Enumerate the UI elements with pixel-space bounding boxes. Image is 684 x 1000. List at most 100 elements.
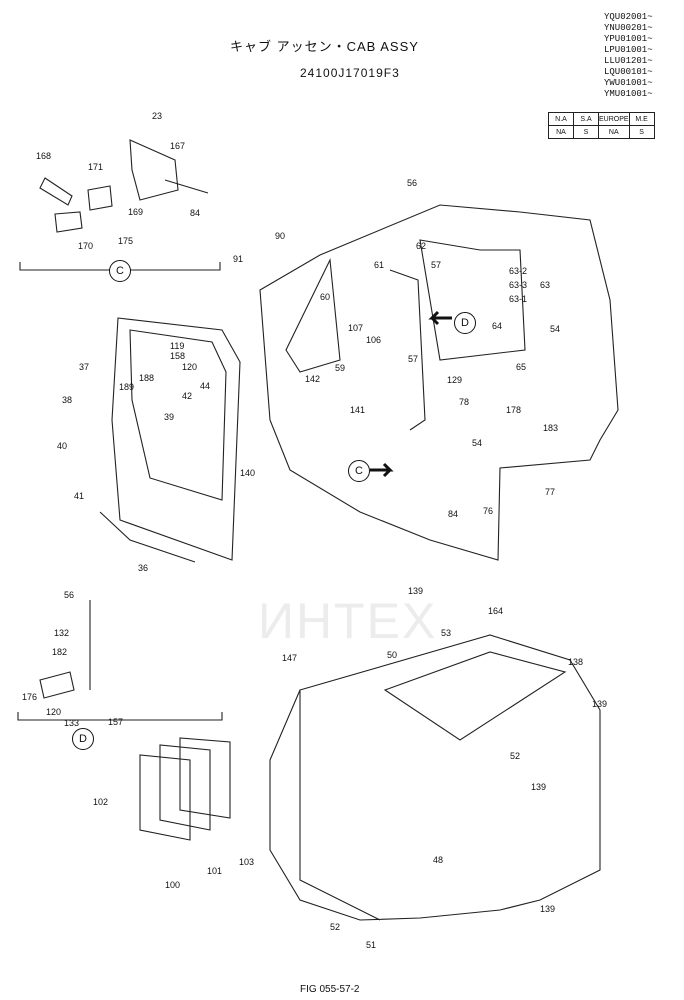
part-label: 106 <box>366 335 382 345</box>
part-label: 90 <box>275 231 286 241</box>
part-label: 63-3 <box>509 280 528 290</box>
part-label: 157 <box>108 717 124 727</box>
serial-number: YMU01001~ <box>604 89 653 99</box>
part-label: 120 <box>46 707 62 717</box>
part-label: 63 <box>540 280 551 290</box>
watermark-text: ИНТЕХ <box>258 593 438 649</box>
part-label: 64 <box>492 321 503 331</box>
market-value: S <box>628 125 655 139</box>
part-label: 142 <box>305 374 321 384</box>
part-label: 171 <box>88 162 104 172</box>
serial-number: YQU02001~ <box>604 12 653 22</box>
lower-cab-outline <box>269 634 601 921</box>
part-label: 76 <box>483 506 494 516</box>
part-label: 50 <box>387 650 398 660</box>
rear-window-outline <box>419 239 526 361</box>
part-label: 40 <box>57 441 68 451</box>
part-label: 37 <box>79 362 90 372</box>
part-label: 119 <box>170 341 185 351</box>
part-label: 129 <box>447 375 463 385</box>
market-table: N.A S.A EUROPE M.E NA S NA S <box>548 112 655 139</box>
part-label: 141 <box>350 405 366 415</box>
part-label: 139 <box>531 782 547 792</box>
rod-part <box>164 179 209 194</box>
part-label: 59 <box>335 363 346 373</box>
part-label: 167 <box>170 141 186 151</box>
part-label: 57 <box>431 260 442 270</box>
part-label: 139 <box>592 699 608 709</box>
part-label: 53 <box>441 628 452 638</box>
part-label: 107 <box>348 323 364 333</box>
serial-number: YPU01001~ <box>604 34 653 44</box>
part-label: 56 <box>64 590 75 600</box>
part-label: 48 <box>433 855 444 865</box>
part-label: 41 <box>74 491 85 501</box>
part-label: 170 <box>78 241 94 251</box>
section-c-circle: C <box>109 260 131 282</box>
part-label: 65 <box>516 362 527 372</box>
part-label: 84 <box>190 208 201 218</box>
figure-number: FIG 055-57-2 <box>300 984 360 995</box>
diagram-title: キャブ アッセン・CAB ASSY <box>230 39 419 54</box>
part-label: 56 <box>407 178 418 188</box>
part-label: 138 <box>568 657 584 667</box>
seal-part <box>159 744 211 831</box>
part-label: 183 <box>543 423 559 433</box>
part-label: 52 <box>510 751 521 761</box>
part-label: 57 <box>408 354 419 364</box>
part-label: 36 <box>138 563 149 573</box>
part-label: 84 <box>448 509 459 519</box>
door-outline <box>111 317 241 561</box>
seal-part <box>179 737 231 819</box>
part-label: 168 <box>36 151 52 161</box>
part-label: 158 <box>170 351 186 361</box>
plate-part <box>87 185 113 211</box>
part-label: 39 <box>164 412 175 422</box>
part-label: 182 <box>52 647 68 657</box>
part-label: 103 <box>239 857 255 867</box>
section-d-arrow <box>428 310 452 326</box>
section-d-circle: D <box>72 728 94 750</box>
section-c-circle: C <box>348 460 370 482</box>
part-label: 188 <box>139 373 155 383</box>
door-window-opening <box>129 329 227 501</box>
part-label: 189 <box>119 382 135 392</box>
part-label: 102 <box>93 797 109 807</box>
roof-panel <box>383 651 567 741</box>
part-label: 78 <box>459 397 470 407</box>
section-c-arrow <box>370 462 394 478</box>
wiring-harness <box>389 269 426 431</box>
cab-frame-outline <box>259 204 619 561</box>
serial-number: LQU00101~ <box>604 67 653 77</box>
serial-number: LLU01201~ <box>604 56 653 66</box>
lever-part <box>39 177 73 206</box>
part-label: 101 <box>207 866 223 876</box>
part-label: 63-2 <box>509 266 528 276</box>
inset-d-frame <box>17 712 223 721</box>
cab-window-frame <box>285 258 341 373</box>
part-label: 140 <box>240 468 256 478</box>
part-label: 52 <box>330 922 341 932</box>
part-label: 44 <box>200 381 211 391</box>
part-label: 62 <box>416 241 427 251</box>
part-label: 178 <box>506 405 522 415</box>
part-label: 100 <box>165 880 181 890</box>
part-label: 61 <box>374 260 385 270</box>
bracket-part <box>129 139 179 201</box>
door-lock-rod <box>99 511 196 563</box>
serial-number-list: YQU02001~ YNU00201~ YPU01001~ LPU01001~ … <box>604 12 682 100</box>
knob-part <box>54 211 83 233</box>
seal-part <box>139 754 191 841</box>
market-value: S <box>573 125 599 139</box>
part-label: 91 <box>233 254 244 264</box>
part-label: 132 <box>54 628 70 638</box>
part-label: 133 <box>64 718 80 728</box>
part-label: 54 <box>550 324 561 334</box>
part-label: 77 <box>545 487 556 497</box>
part-label: 38 <box>62 395 73 405</box>
lower-cab-door-edge <box>299 690 381 921</box>
part-label: 175 <box>118 236 134 246</box>
serial-number: LPU01001~ <box>604 45 653 55</box>
part-label: 176 <box>22 692 38 702</box>
